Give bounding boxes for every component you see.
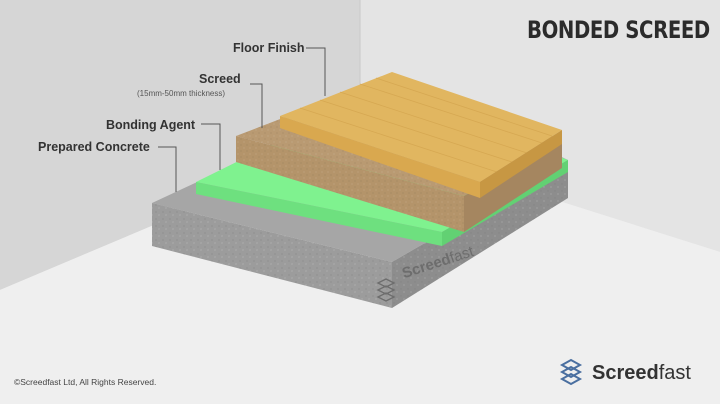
floor-finish-front (280, 116, 480, 198)
floor-finish-right (480, 130, 562, 198)
label-prepared-concrete: Prepared Concrete (38, 140, 150, 154)
side-brand-icon (376, 278, 396, 302)
back-wall (0, 0, 360, 290)
concrete-left-face-texture (152, 203, 392, 308)
brand-bold: Screed (592, 362, 659, 384)
diagram-title: BONDED SCREED (527, 16, 710, 44)
brand-light: fast (658, 362, 691, 384)
label-bonding-agent: Bonding Agent (106, 118, 196, 132)
leader-bonding-agent (201, 123, 221, 170)
leader-floor-finish (306, 47, 326, 96)
screed-front-texture (236, 136, 464, 232)
label-floor-finish: Floor Finish (233, 41, 305, 55)
brand-logo-icon (559, 358, 583, 386)
leader-prepared-concrete (158, 146, 177, 192)
screed-right (464, 140, 562, 232)
copyright-notice: ©Screedfast Ltd, All Rights Reserved. (14, 377, 157, 387)
label-screed-thickness: (15mm-50mm thickness) (137, 89, 226, 98)
label-screed: Screed (199, 72, 241, 86)
leader-screed (250, 83, 263, 128)
brand-wordmark: Screedfast (592, 362, 691, 385)
floor-finish-top (280, 72, 562, 182)
floor-finish-boards (299, 77, 553, 173)
bonding-agent-front (196, 182, 442, 246)
